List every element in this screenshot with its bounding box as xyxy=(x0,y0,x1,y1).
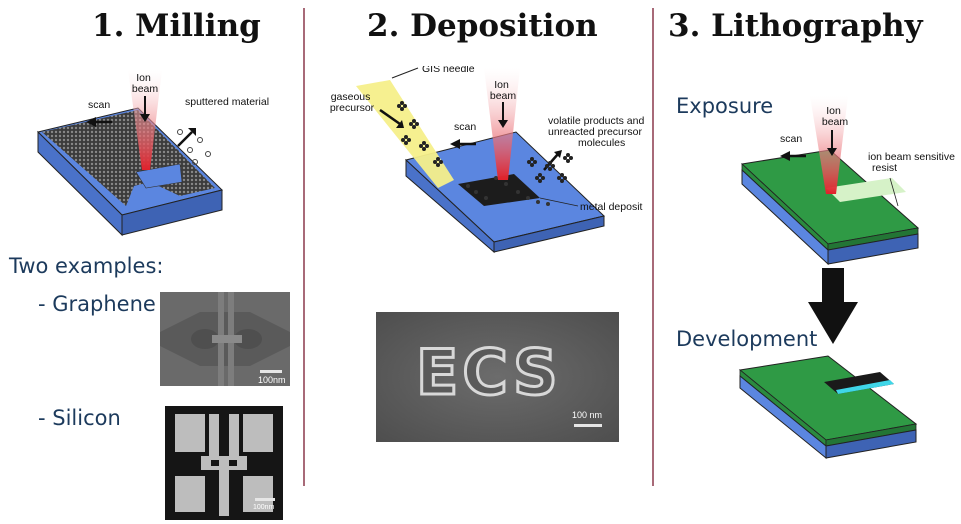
graphene-scale-bar xyxy=(260,370,282,373)
precursor-molecules xyxy=(397,101,573,183)
milling-sputtered-particles xyxy=(165,129,211,165)
column-divider-2 xyxy=(652,8,654,486)
milling-sputtered-label: sputtered material xyxy=(185,96,269,108)
heading-milling: 1. Milling xyxy=(92,8,261,44)
graphene-sem-image: 100nm xyxy=(160,292,290,386)
deposition-diagram: Ion beam GIS needle gaseous precursor sc… xyxy=(330,66,647,254)
gis-needle xyxy=(391,67,419,79)
metal-deposit xyxy=(458,174,540,206)
silicon-scale-label: 100nm xyxy=(253,504,275,511)
ecs-scale-label: 100 nm xyxy=(572,410,603,420)
silicon-label: - Silicon xyxy=(38,406,121,430)
milling-diagram: Ion beam scan sputtered material xyxy=(37,70,269,237)
ecs-scale-bar xyxy=(574,424,602,427)
silicon-scale-bar xyxy=(255,498,275,501)
silicon-sem-image: 100nm xyxy=(165,406,283,520)
heading-deposition: 2. Deposition xyxy=(367,8,598,44)
milling-slab-side xyxy=(121,189,223,236)
exposure-label: Exposure xyxy=(676,94,774,118)
developed-trench xyxy=(824,372,894,394)
metal-deposit-label: metal deposit xyxy=(580,201,643,213)
milling-ion-beam-label: Ion beam xyxy=(132,72,159,95)
exposed-resist-strip xyxy=(826,178,906,202)
heading-lithography: 3. Lithography xyxy=(668,8,923,44)
volatile-products-label: volatile products and unreacted precurso… xyxy=(548,115,647,149)
deposition-slab-side xyxy=(493,215,605,253)
lithography-scan-label: scan xyxy=(780,133,802,145)
deposit-beads xyxy=(466,176,550,206)
deposition-ion-beam-label: Ion beam xyxy=(490,79,517,102)
gaseous-precursor-label: gaseous precursor xyxy=(330,91,375,114)
lithography-ion-beam-label: Ion beam xyxy=(822,105,849,128)
exposure-substrate-side xyxy=(827,233,919,265)
milling-scan-label: scan xyxy=(88,99,110,111)
gis-needle-label: GIS needle xyxy=(422,66,475,75)
developed-channel xyxy=(836,380,894,394)
ecs-sem-image: ECS 100 nm xyxy=(376,312,619,442)
lithography-development-diagram xyxy=(738,355,918,460)
graphene-scale-label: 100nm xyxy=(258,375,286,385)
development-label: Development xyxy=(676,327,818,351)
two-examples-label: Two examples: xyxy=(9,254,164,278)
lithography-exposure-diagram: Ion beam scan ion beam sensitive resist xyxy=(740,96,955,266)
resist-label: ion beam sensitive resist xyxy=(868,151,955,174)
graphene-label: - Graphene xyxy=(38,292,156,316)
column-divider-1 xyxy=(303,8,305,486)
deposition-scan-label: scan xyxy=(454,121,476,133)
gis-gas-cone xyxy=(356,80,454,188)
developed-substrate-side xyxy=(825,429,917,459)
milling-sputter-arrow xyxy=(177,131,193,147)
ecs-sem-text: ECS xyxy=(415,336,562,409)
lithography-ion-beam-cone xyxy=(810,96,848,194)
precursor-arrow xyxy=(379,108,401,126)
process-down-arrow xyxy=(808,268,858,344)
